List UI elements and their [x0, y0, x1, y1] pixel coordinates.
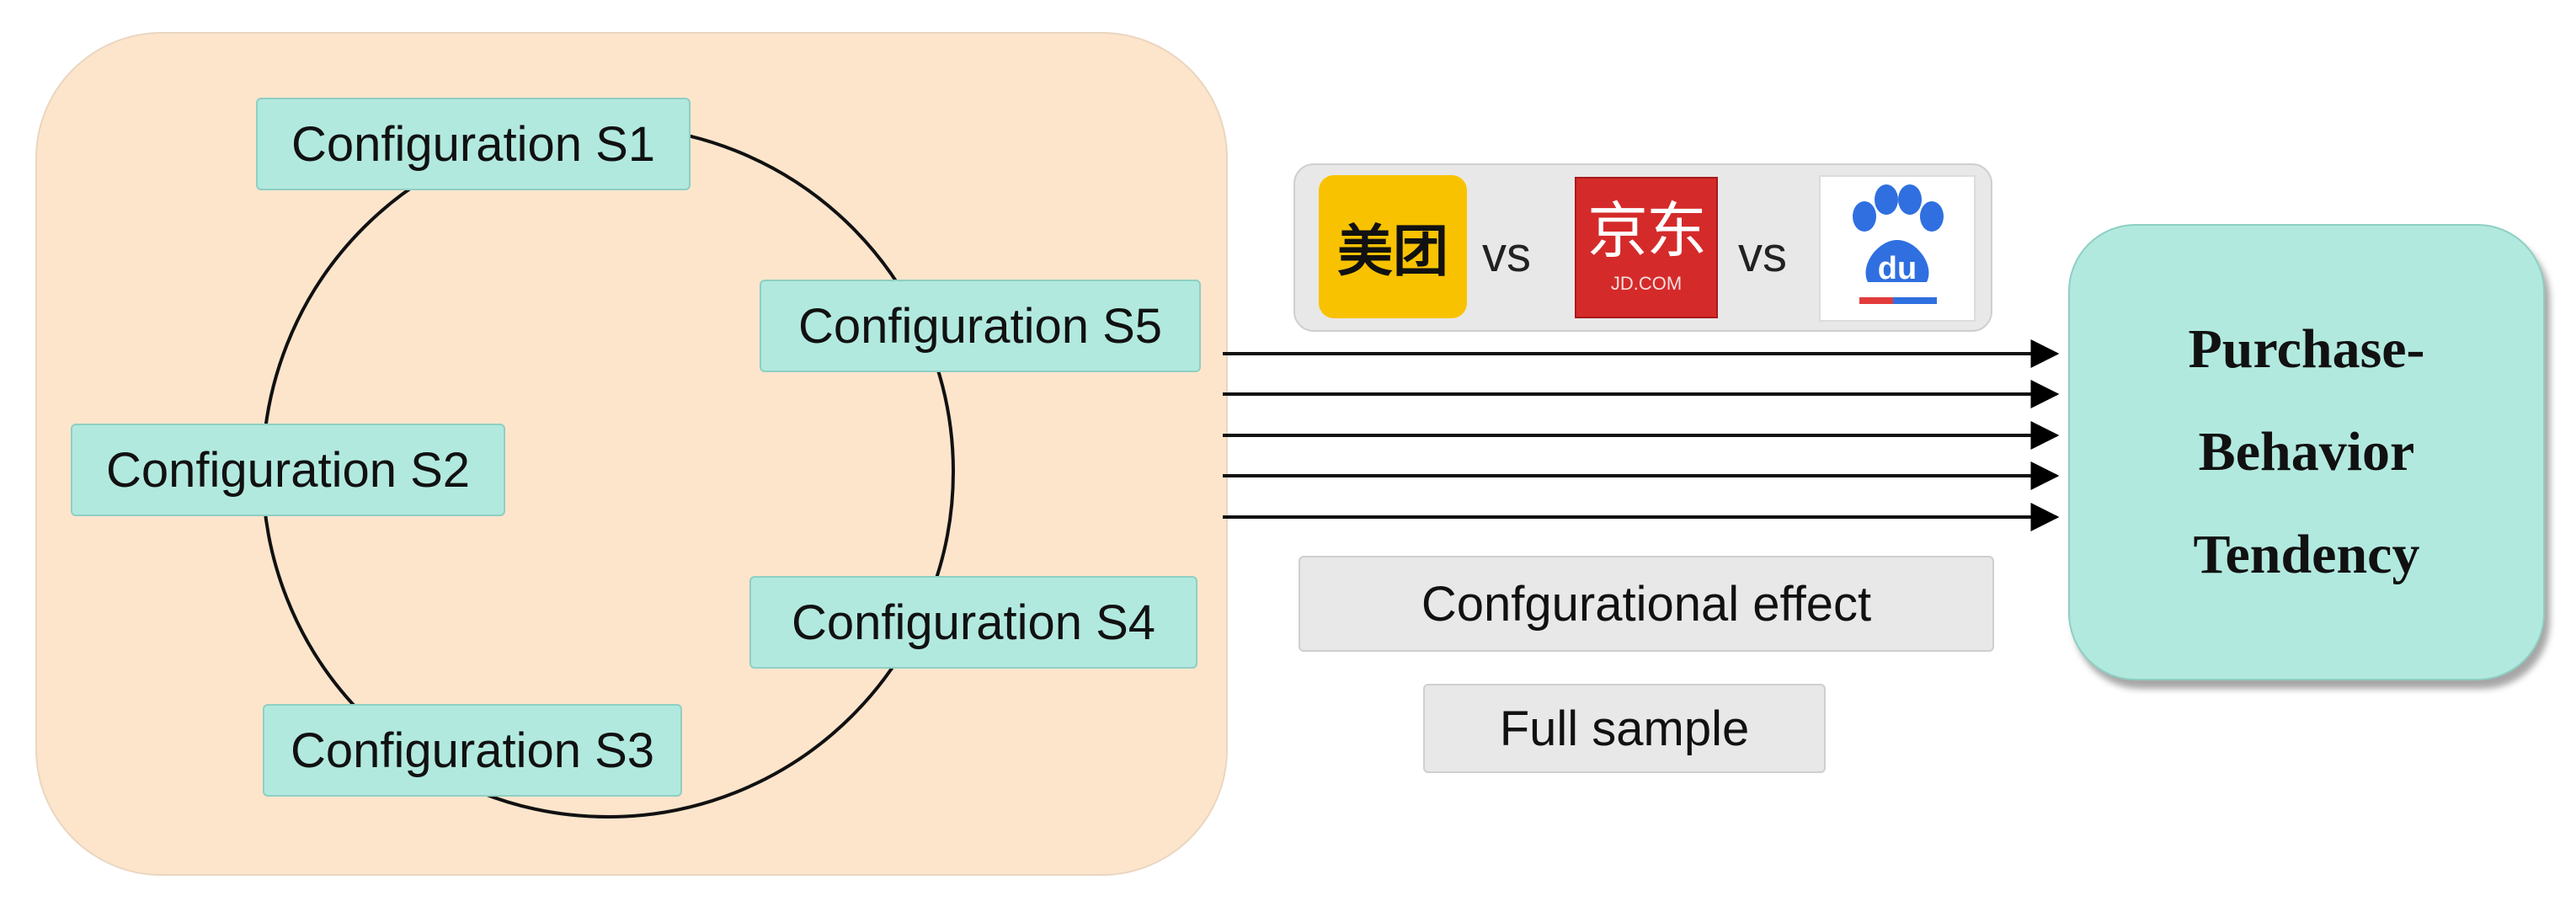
outcome-line-2: Behavior: [2198, 421, 2415, 483]
outcome-text: Purchase- Behavior Tendency: [2188, 298, 2424, 606]
vs-label-1: vs: [1482, 227, 1531, 282]
baidu-paw-icon: du: [1853, 184, 1944, 304]
outcome-line-3: Tendency: [2193, 524, 2420, 585]
jd-logo: 京东 JD.COM: [1575, 177, 1718, 318]
outcome-line-1: Purchase-: [2188, 318, 2425, 380]
vs-label-2: vs: [1738, 227, 1787, 282]
full-sample-label: Full sample: [1423, 684, 1826, 773]
configuration-s1: Configuration S1: [256, 98, 691, 190]
meituan-logo: 美团: [1319, 175, 1467, 318]
purchase-behavior-tendency-box: Purchase- Behavior Tendency: [2068, 224, 2545, 680]
configuration-s3: Configuration S3: [263, 704, 682, 797]
configuration-s5: Configuration S5: [760, 280, 1201, 372]
baidu-logo: du: [1819, 175, 1976, 322]
configurational-effect-label: Confgurational effect: [1299, 556, 1994, 652]
jd-logo-english: JD.COM: [1610, 273, 1683, 294]
configuration-s2: Configuration S2: [71, 424, 505, 516]
jd-logo-chinese: 京东: [1587, 195, 1707, 266]
configuration-s4: Configuration S4: [749, 576, 1197, 669]
baidu-du-text: du: [1878, 251, 1917, 286]
